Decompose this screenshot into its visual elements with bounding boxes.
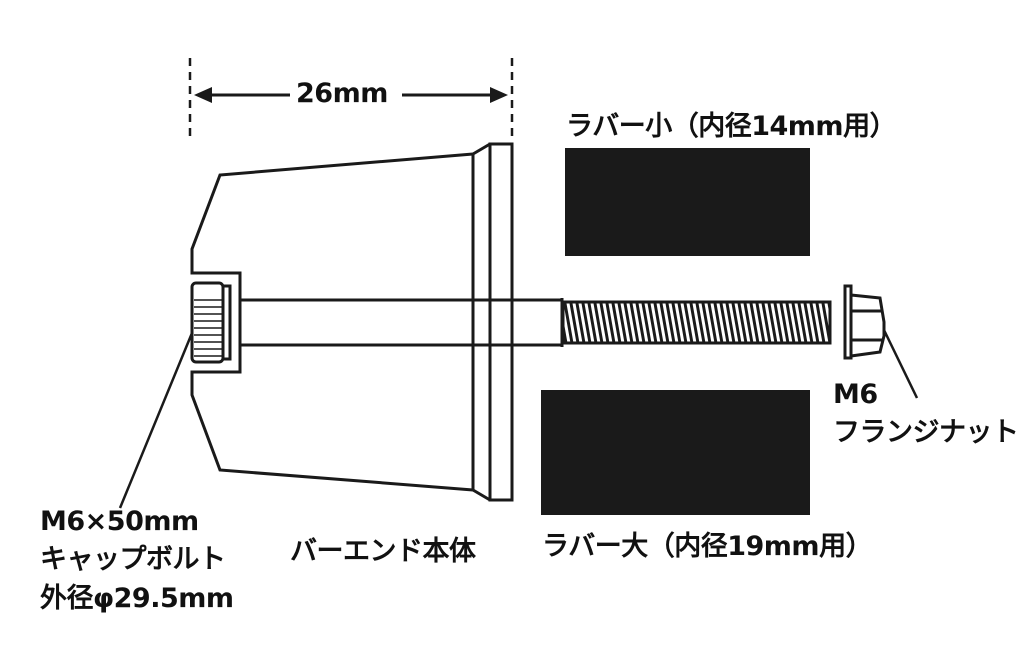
bolt-label-line1: M6×50mm bbox=[40, 506, 199, 537]
bolt-label-line2: キャップボルト bbox=[40, 544, 226, 575]
rubber-small-label: ラバー小（内径14mm用） bbox=[566, 111, 897, 142]
dimension-26mm bbox=[188, 58, 514, 138]
rubber-large bbox=[541, 390, 810, 515]
rubber-small bbox=[565, 148, 810, 256]
rubber-large-label: ラバー大（内径19mm用） bbox=[542, 531, 873, 562]
cap-bolt bbox=[118, 281, 832, 509]
bolt-label-line3: 外径φ29.5mm bbox=[40, 583, 234, 614]
dimension-label: 26mm bbox=[296, 78, 388, 109]
nut-label-line1: M6 bbox=[833, 379, 878, 410]
bar-end-body bbox=[190, 142, 514, 502]
flange-nut bbox=[843, 284, 919, 399]
body-label: バーエンド本体 bbox=[290, 536, 476, 567]
nut-label-line2: フランジナット bbox=[833, 417, 1019, 448]
